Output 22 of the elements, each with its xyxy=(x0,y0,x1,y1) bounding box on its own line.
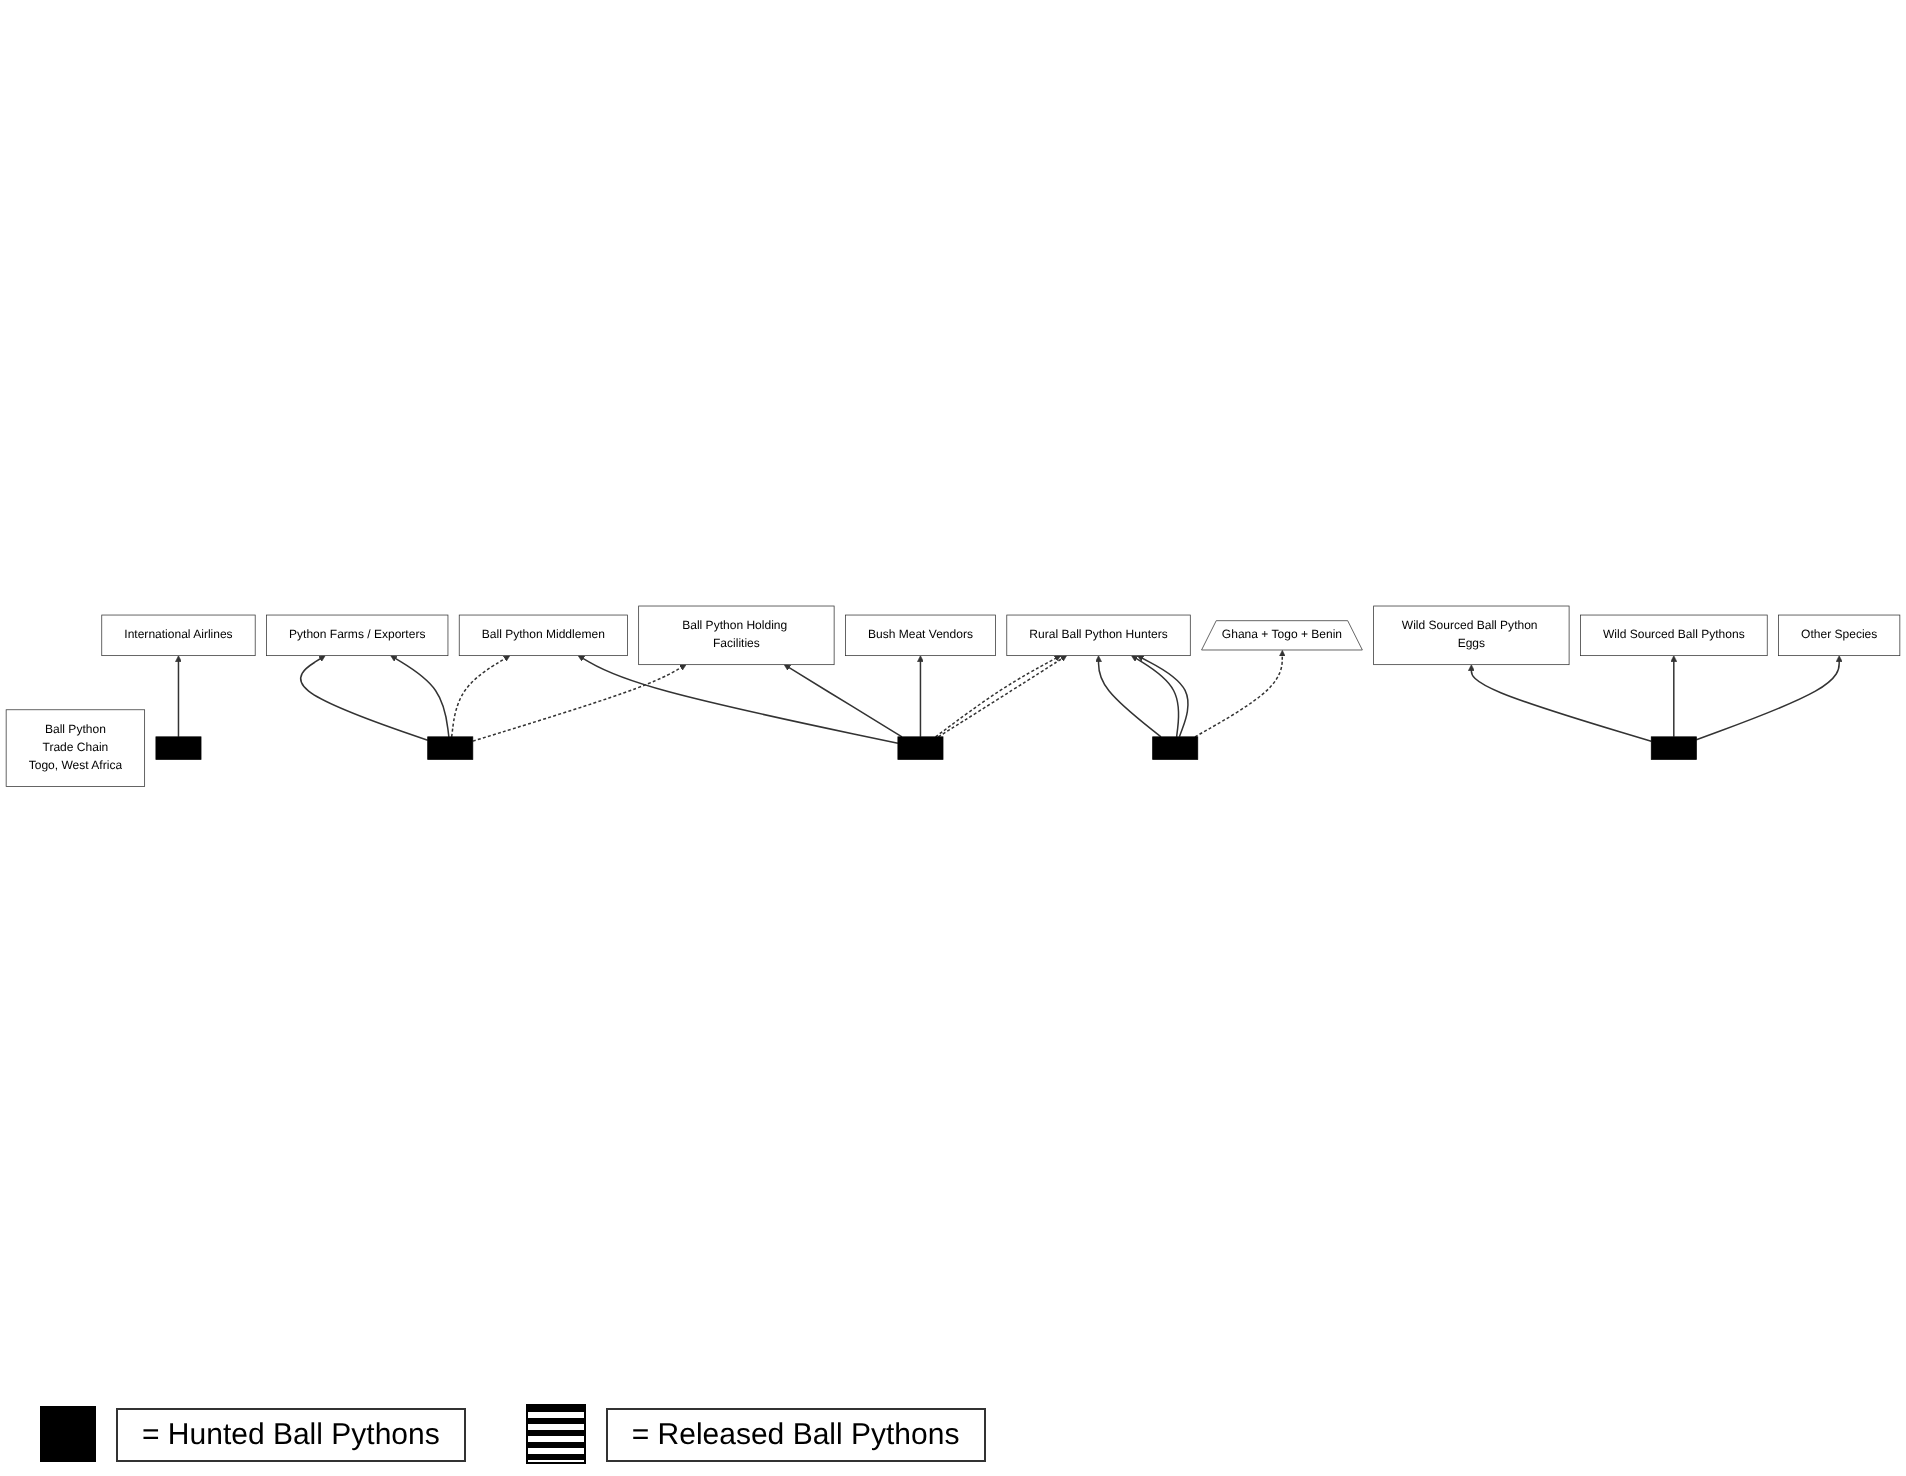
arrow xyxy=(1670,655,1678,738)
arrow xyxy=(1194,649,1286,738)
arrow xyxy=(783,664,903,738)
arrow xyxy=(450,655,511,738)
arrow xyxy=(299,655,429,741)
node-bar xyxy=(155,736,202,760)
arrow xyxy=(1468,664,1652,742)
arrow xyxy=(390,655,450,738)
node-bar xyxy=(1152,736,1199,760)
arrow xyxy=(1695,655,1843,741)
arrow xyxy=(577,655,899,744)
node-bar xyxy=(427,736,474,760)
arrow xyxy=(1131,655,1180,738)
arrow xyxy=(1095,655,1162,738)
arrow xyxy=(175,655,182,738)
legend-label: = Hunted Ball Pythons xyxy=(116,1407,466,1461)
arrow xyxy=(1137,655,1189,738)
legend-label: = Released Ball Pythons xyxy=(605,1407,986,1461)
node-bar xyxy=(897,736,944,760)
arrow xyxy=(917,655,924,738)
node-bar xyxy=(1650,736,1697,760)
arrow xyxy=(472,664,687,742)
